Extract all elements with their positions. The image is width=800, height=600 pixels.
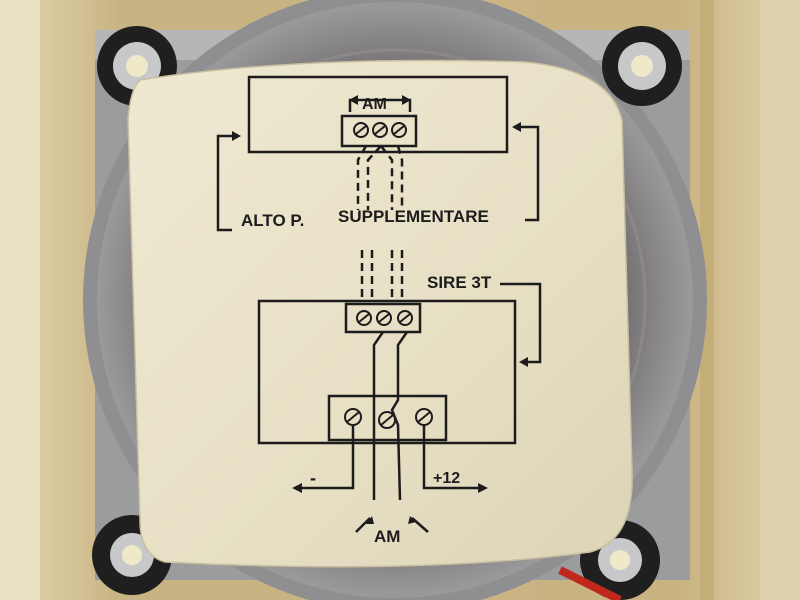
arrowheads	[232, 95, 528, 524]
am-top-bracket	[348, 98, 412, 112]
right-return-line	[515, 125, 540, 222]
am-bottom-arrow-right	[411, 517, 429, 533]
supp-speaker-box	[247, 75, 509, 154]
left-return-line	[216, 134, 238, 232]
am-bottom-arrow-left	[355, 517, 371, 533]
minus-wire	[298, 420, 355, 490]
label-sire: SIRE 3T	[427, 273, 492, 292]
am-wire-right	[390, 331, 409, 501]
label-alto: ALTO P.	[241, 211, 304, 230]
top-wire-right-b	[396, 145, 404, 210]
screw-top-right	[602, 26, 682, 106]
sire-pointer-line	[500, 282, 542, 364]
right-wall-edge	[760, 0, 800, 600]
label-am-top: AM	[362, 96, 387, 113]
label-am-bottom: AM	[374, 527, 400, 546]
top-wire-left-a	[356, 145, 368, 210]
label-plus12: +12	[433, 470, 460, 487]
label-supplementare: SUPPLEMENTARE	[338, 207, 489, 226]
top-wire-left-b	[366, 145, 382, 210]
top-terminal-block	[340, 114, 418, 148]
am-wire-left	[372, 331, 385, 500]
plus-wire	[422, 420, 480, 490]
label-minus: -	[310, 468, 316, 488]
power-terminal-block	[327, 394, 448, 442]
terminal-screws	[344, 122, 433, 429]
sire-unit-box	[257, 299, 517, 445]
top-wire-right-a	[380, 145, 394, 210]
red-wire	[558, 566, 622, 600]
wiring-diagram	[216, 75, 542, 533]
left-wall-edge	[0, 0, 40, 600]
